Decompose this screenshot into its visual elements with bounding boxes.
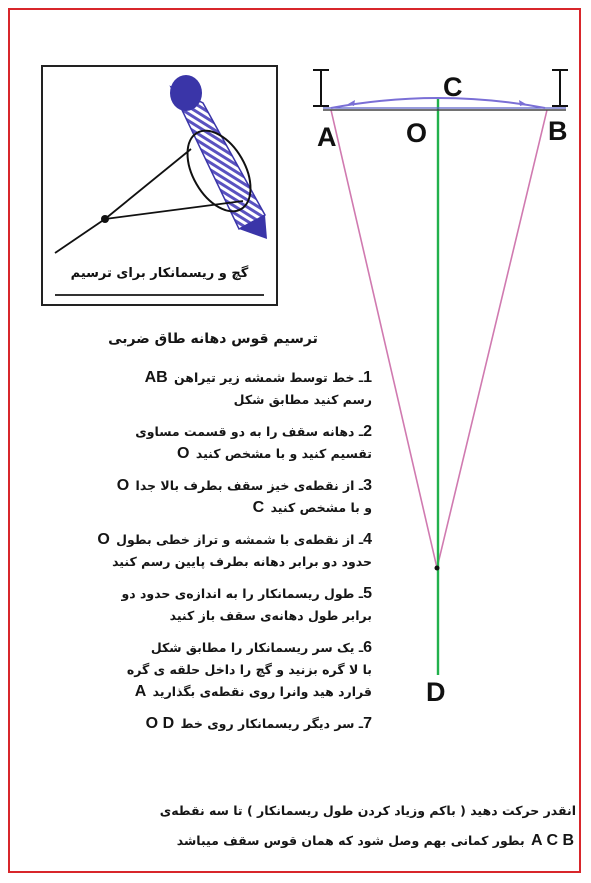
arc-acb (330, 97, 546, 109)
step-number: 2 (363, 423, 372, 440)
label-c: C (252, 499, 265, 516)
inset-underline (55, 294, 264, 296)
knot-dot (101, 215, 109, 223)
line-a-d (330, 109, 438, 569)
label-od: O D (145, 715, 175, 732)
page-frame (8, 8, 581, 873)
point-label-d: D (426, 677, 446, 707)
arc-arrow-left (348, 100, 355, 106)
label-ab: AB (144, 369, 168, 386)
instructions-tail: انقدر حرکت دهید ( باکم وزیاد کردن طول ری… (24, 796, 576, 856)
chalk-icon (169, 75, 267, 239)
label-acb: A C B (531, 832, 574, 849)
tail-line-2: A C B بطور کمانی بهم وصل شود که همان قوس… (176, 832, 574, 849)
line-b-d (436, 109, 548, 569)
instructions: ترسیم قوس دهانه طاق ضربی 1ـ خط توسط شمشه… (54, 331, 372, 745)
arc-arrow-right (519, 100, 526, 106)
inset-box: گچ و ریسمانکار برای ترسیم (41, 65, 278, 306)
beam-icon-left (313, 69, 329, 107)
inset-caption: گچ و ریسمانکار برای ترسیم (70, 266, 249, 281)
step-number: 1 (363, 369, 372, 386)
tail-line-1: انقدر حرکت دهید ( باکم وزیاد کردن طول ری… (159, 803, 576, 818)
step-7: 7ـ سر دیگر ریسمانکار روی خط O D (145, 715, 372, 732)
string-loop (54, 129, 252, 254)
string-center-dot (434, 565, 440, 571)
instructions-heading: ترسیم قوس دهانه طاق ضربی (108, 331, 318, 347)
step-number: 3 (363, 477, 372, 494)
label-a: A (134, 683, 147, 700)
step-number: 7 (363, 715, 372, 732)
step-3: 3ـ از نقطه‌ی خیز سقف بطرف بالا جدا O و ب… (116, 477, 372, 516)
step-4: 4ـ از نقطه‌ی با شمشه و تراز خطی بطول O ح… (97, 531, 372, 569)
step-number: 5 (363, 585, 372, 602)
point-label-a: A (317, 122, 337, 152)
step-1: 1ـ خط توسط شمشه زیر تیراهن AB رسم کنید م… (144, 369, 372, 407)
label-o: O (177, 445, 190, 462)
beam-icon-right (552, 69, 568, 107)
point-label-b: B (548, 116, 568, 146)
point-label-o: O (406, 118, 427, 148)
step-number: 4 (363, 531, 372, 548)
step-6: 6ـ یک سر ریسمانکار را مطابق شکل با لا گر… (126, 639, 372, 700)
step-number: 6 (363, 639, 372, 656)
label-o: O (116, 477, 130, 494)
label-o: O (97, 531, 110, 548)
step-2: 2ـ دهانه سقف را به دو قسمت مساوی تقسیم ک… (135, 423, 372, 462)
point-label-c: C (443, 72, 463, 102)
step-5: 5ـ طول ریسمانکار را به اندازه‌ی حدود دو … (121, 585, 372, 623)
chalk-string-illustration (54, 75, 267, 254)
